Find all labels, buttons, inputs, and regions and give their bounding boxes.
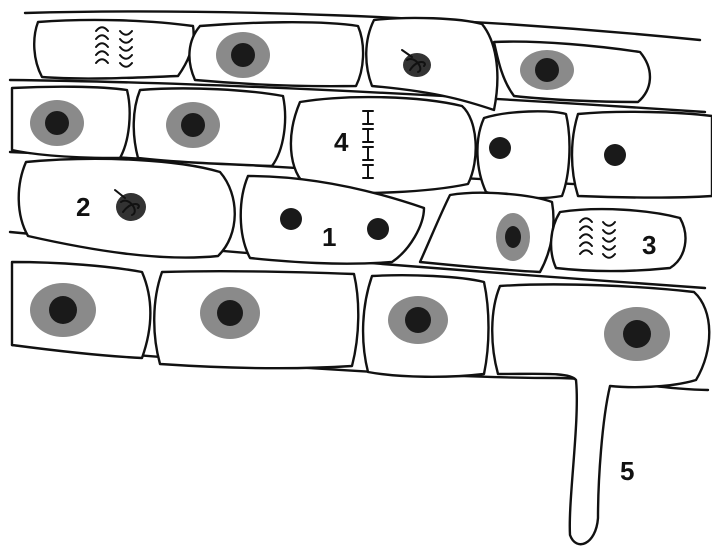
label-5: 5 bbox=[620, 456, 634, 486]
nucleus-telophase-left bbox=[280, 208, 302, 230]
nucleus-r4-c1 bbox=[30, 283, 96, 337]
label-2: 2 bbox=[76, 192, 90, 222]
label-1: 1 bbox=[322, 222, 336, 252]
cell-r3-c3 bbox=[420, 193, 554, 272]
nucleus-r2-c5 bbox=[604, 144, 626, 166]
nucleus-r1-c2 bbox=[216, 32, 270, 78]
nucleus-r1-c4 bbox=[520, 50, 574, 90]
nucleus-r4-c4 bbox=[604, 307, 670, 361]
nucleus-r4-c3 bbox=[388, 296, 448, 344]
nucleus-r2-c4 bbox=[489, 137, 511, 159]
cell-r4-c4-root-hair bbox=[492, 284, 709, 544]
cell-r1-c2 bbox=[189, 22, 363, 86]
cell-r3-c4 bbox=[551, 209, 685, 271]
label-3: 3 bbox=[642, 230, 656, 260]
row-4 bbox=[12, 262, 709, 544]
cell-r2-c3 bbox=[291, 97, 476, 193]
cell-r2-c5 bbox=[572, 112, 712, 198]
nucleus-r2-c1 bbox=[30, 100, 84, 146]
nucleus-r4-c2 bbox=[200, 287, 260, 339]
nucleus-r2-c2 bbox=[166, 102, 220, 148]
nucleus-telophase-right bbox=[367, 218, 389, 240]
cell-r2-c4 bbox=[477, 111, 569, 198]
nucleus-r3-c3 bbox=[496, 213, 530, 261]
cell-r1-c1 bbox=[34, 20, 193, 79]
label-4: 4 bbox=[334, 127, 349, 157]
